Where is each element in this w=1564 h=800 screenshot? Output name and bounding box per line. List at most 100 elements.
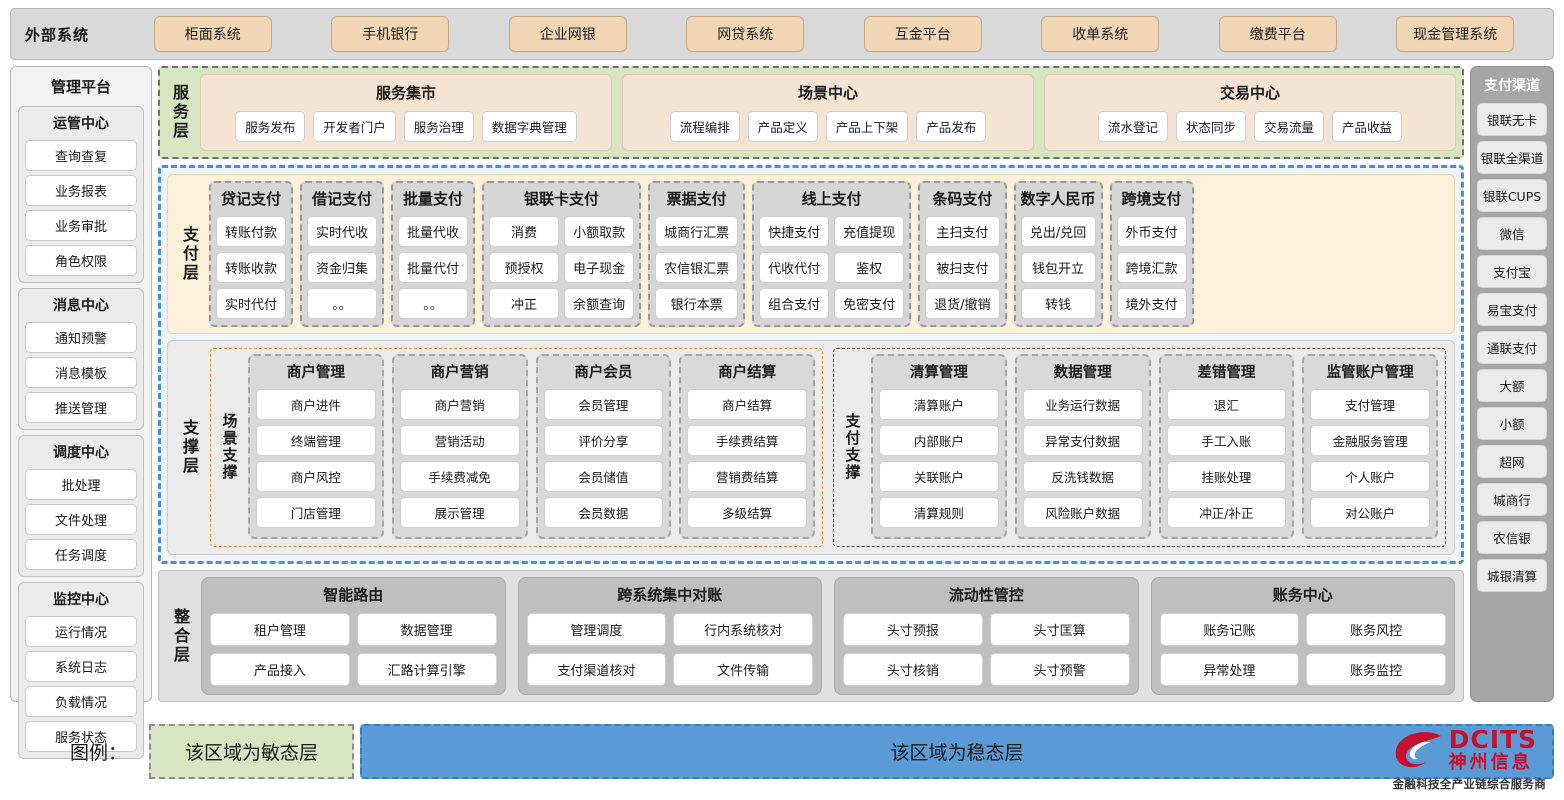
external-system-chip[interactable]: 现金管理系统 xyxy=(1396,16,1515,52)
management-item[interactable]: 运行情况 xyxy=(25,616,137,647)
payment-channel-item[interactable]: 城银清算 xyxy=(1477,559,1547,592)
payment-item[interactable]: 冲正 xyxy=(489,288,560,319)
payment-item[interactable]: 钱包开立 xyxy=(1020,252,1096,283)
management-item[interactable]: 查询查复 xyxy=(25,140,137,171)
service-chip[interactable]: 交易流量 xyxy=(1254,111,1325,142)
support-item[interactable]: 个人账户 xyxy=(1310,461,1430,492)
payment-item[interactable]: 转账付款 xyxy=(216,216,287,247)
external-system-chip[interactable]: 企业网银 xyxy=(508,16,627,52)
management-item[interactable]: 业务报表 xyxy=(25,175,137,206)
payment-item[interactable]: 农信银汇票 xyxy=(655,252,739,283)
support-item[interactable]: 会员数据 xyxy=(543,497,664,528)
service-chip[interactable]: 流水登记 xyxy=(1097,111,1168,142)
integration-item[interactable]: 支付渠道核对 xyxy=(526,653,667,686)
payment-item[interactable]: 兑出/兑回 xyxy=(1020,216,1096,247)
payment-channel-item[interactable]: 城商行 xyxy=(1477,483,1547,516)
payment-item[interactable]: 余额查询 xyxy=(564,288,635,319)
support-item[interactable]: 会员储值 xyxy=(543,461,664,492)
integration-item[interactable]: 产品接入 xyxy=(210,653,350,686)
support-item[interactable]: 多级结算 xyxy=(687,497,807,528)
payment-channel-item[interactable]: 农信银 xyxy=(1477,521,1547,554)
payment-item[interactable]: 外币支付 xyxy=(1116,216,1187,247)
support-item[interactable]: 挂账处理 xyxy=(1166,461,1287,492)
payment-item[interactable]: 批量代付 xyxy=(398,252,469,283)
service-chip[interactable]: 产品上下架 xyxy=(825,111,909,142)
payment-channel-item[interactable]: 易宝支付 xyxy=(1477,293,1547,326)
payment-item[interactable]: 资金归集 xyxy=(307,252,378,283)
external-system-chip[interactable]: 手机银行 xyxy=(331,16,450,52)
payment-item[interactable]: 充值提现 xyxy=(834,216,905,247)
support-item[interactable]: 业务运行数据 xyxy=(1022,389,1143,420)
support-item[interactable]: 评价分享 xyxy=(543,425,664,456)
payment-item[interactable]: 退货/撤销 xyxy=(925,288,1000,319)
external-system-chip[interactable]: 互金平台 xyxy=(863,16,982,52)
support-item[interactable]: 展示管理 xyxy=(399,497,520,528)
service-chip[interactable]: 服务发布 xyxy=(235,111,306,142)
payment-item[interactable]: 鉴权 xyxy=(834,252,905,283)
payment-channel-item[interactable]: 通联支付 xyxy=(1477,331,1547,364)
integration-item[interactable]: 文件传输 xyxy=(673,653,813,686)
support-item[interactable]: 会员管理 xyxy=(543,389,664,420)
integration-item[interactable]: 账务监控 xyxy=(1306,653,1446,686)
support-item[interactable]: 商户风控 xyxy=(256,461,376,492)
payment-channel-item[interactable]: 小额 xyxy=(1477,407,1547,440)
integration-item[interactable]: 头寸预报 xyxy=(843,613,983,646)
payment-item[interactable]: 预授权 xyxy=(489,252,560,283)
integration-item[interactable]: 账务记账 xyxy=(1159,613,1300,646)
payment-channel-item[interactable]: 支付宝 xyxy=(1477,255,1547,288)
service-chip[interactable]: 流程编排 xyxy=(669,111,740,142)
payment-item[interactable]: 小额取款 xyxy=(564,216,635,247)
payment-channel-item[interactable]: 银联CUPS xyxy=(1477,179,1547,212)
payment-item[interactable]: 银行本票 xyxy=(655,288,739,319)
management-item[interactable]: 业务审批 xyxy=(25,210,137,241)
payment-item[interactable]: 城商行汇票 xyxy=(655,216,739,247)
integration-item[interactable]: 汇路计算引擎 xyxy=(356,653,497,686)
payment-item[interactable]: 批量代收 xyxy=(398,216,469,247)
payment-item[interactable]: 实时代收 xyxy=(307,216,378,247)
integration-item[interactable]: 头寸预警 xyxy=(989,653,1130,686)
integration-item[interactable]: 账务风控 xyxy=(1306,613,1446,646)
support-item[interactable]: 反洗钱数据 xyxy=(1022,461,1143,492)
external-system-chip[interactable]: 网贷系统 xyxy=(686,16,805,52)
payment-item[interactable]: 代收代付 xyxy=(759,252,830,283)
management-item[interactable]: 推送管理 xyxy=(25,392,137,423)
payment-item[interactable]: 快捷支付 xyxy=(759,216,830,247)
payment-channel-item[interactable]: 超网 xyxy=(1477,445,1547,478)
payment-item[interactable]: 电子现金 xyxy=(564,252,635,283)
service-chip[interactable]: 数据字典管理 xyxy=(481,111,577,142)
service-chip[interactable]: 服务治理 xyxy=(403,111,474,142)
support-item[interactable]: 支付管理 xyxy=(1310,389,1430,420)
integration-item[interactable]: 异常处理 xyxy=(1159,653,1300,686)
management-item[interactable]: 任务调度 xyxy=(25,539,137,570)
support-item[interactable]: 内部账户 xyxy=(879,425,999,456)
integration-item[interactable]: 管理调度 xyxy=(526,613,667,646)
payment-item[interactable]: 主扫支付 xyxy=(925,216,1000,247)
payment-channel-item[interactable]: 大额 xyxy=(1477,369,1547,402)
support-item[interactable]: 对公账户 xyxy=(1310,497,1430,528)
support-item[interactable]: 金融服务管理 xyxy=(1310,425,1430,456)
support-item[interactable]: 手续费结算 xyxy=(687,425,807,456)
service-chip[interactable]: 产品收益 xyxy=(1332,111,1403,142)
integration-item[interactable]: 租户管理 xyxy=(210,613,350,646)
support-item[interactable]: 商户进件 xyxy=(256,389,376,420)
integration-item[interactable]: 数据管理 xyxy=(356,613,497,646)
integration-item[interactable]: 行内系统核对 xyxy=(673,613,813,646)
payment-item[interactable]: 。。 xyxy=(307,288,378,319)
service-chip[interactable]: 产品定义 xyxy=(747,111,818,142)
support-item[interactable]: 终端管理 xyxy=(256,425,376,456)
support-item[interactable]: 营销费结算 xyxy=(687,461,807,492)
management-item[interactable]: 文件处理 xyxy=(25,504,137,535)
support-item[interactable]: 清算规则 xyxy=(879,497,999,528)
management-item[interactable]: 负载情况 xyxy=(25,686,137,717)
support-item[interactable]: 营销活动 xyxy=(399,425,520,456)
support-item[interactable]: 冲正/补正 xyxy=(1166,497,1287,528)
management-item[interactable]: 服务状态 xyxy=(25,721,137,752)
payment-item[interactable]: 跨境汇款 xyxy=(1116,252,1187,283)
payment-channel-item[interactable]: 银联无卡 xyxy=(1477,103,1547,136)
payment-item[interactable]: 转账收款 xyxy=(216,252,287,283)
external-system-chip[interactable]: 缴费平台 xyxy=(1218,16,1337,52)
support-item[interactable]: 清算账户 xyxy=(879,389,999,420)
management-item[interactable]: 通知预警 xyxy=(25,322,137,353)
service-chip[interactable]: 开发者门户 xyxy=(313,111,396,142)
payment-item[interactable]: 被扫支付 xyxy=(925,252,1000,283)
